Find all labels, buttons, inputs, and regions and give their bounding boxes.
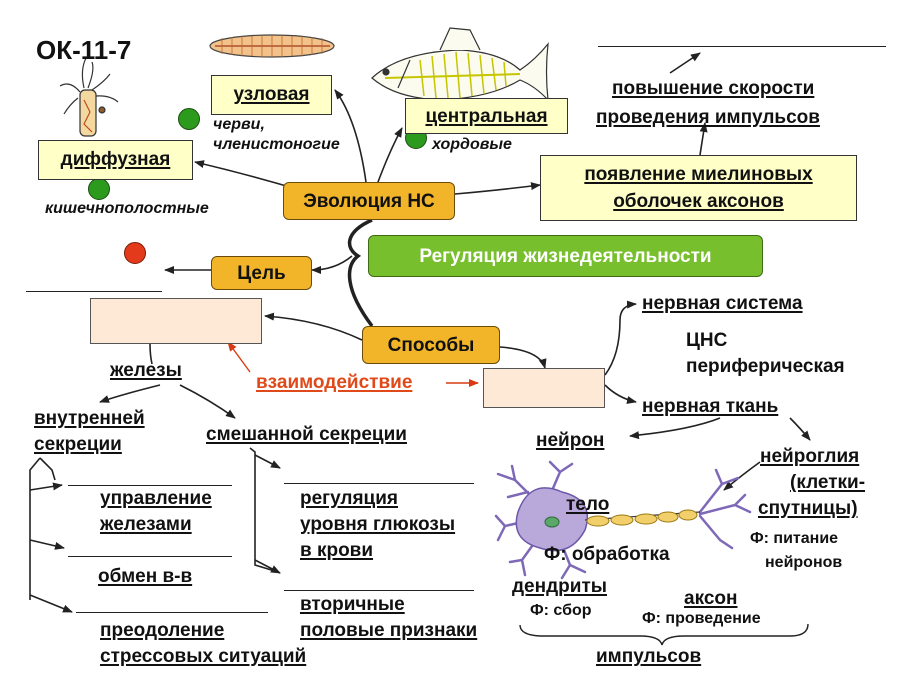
internal-secretion-2: секреции bbox=[34, 434, 122, 455]
glands-label: железы bbox=[110, 360, 182, 381]
empty-box-left bbox=[90, 298, 262, 344]
evolution-label: Эволюция НС bbox=[303, 191, 435, 212]
stress-line-2: стрессовых ситуаций bbox=[100, 646, 307, 667]
neuroglia-func-1: Ф: питание bbox=[750, 530, 839, 547]
stress-line-1: преодоление bbox=[100, 620, 225, 641]
peripheral-label: периферическая bbox=[686, 356, 845, 377]
glucose-line-1: регуляция bbox=[300, 488, 399, 509]
blank-line-metabolism bbox=[68, 556, 232, 557]
nodal-label: узловая bbox=[233, 84, 310, 105]
nervous-tissue-label: нервная ткань bbox=[642, 396, 779, 417]
central-box: центральная bbox=[405, 98, 568, 134]
glucose-line-2: уровня глюкозы bbox=[300, 514, 456, 535]
neuron-illustration bbox=[494, 460, 752, 580]
nodal-examples-2: членистоногие bbox=[213, 136, 340, 153]
control-line-1: управление bbox=[100, 488, 212, 509]
metabolism-label: обмен в-в bbox=[98, 566, 193, 587]
internal-secretion-1: внутренней bbox=[34, 408, 145, 429]
blank-line-sexual bbox=[284, 590, 474, 591]
sexual-line-1: вторичные bbox=[300, 594, 405, 615]
red-dot-goal bbox=[124, 242, 146, 264]
neuron-label: нейрон bbox=[536, 430, 605, 451]
myelin-box: появление миелиновых оболочек аксонов bbox=[540, 155, 857, 221]
impulses-label: импульсов bbox=[596, 646, 702, 667]
axon-label: аксон bbox=[684, 588, 738, 609]
speed-line-2: проведения импульсов bbox=[596, 107, 820, 128]
control-line-2: железами bbox=[100, 514, 192, 535]
hydra-icon bbox=[59, 57, 119, 137]
blank-line-stress bbox=[76, 612, 268, 613]
axon-func: Ф: проведение bbox=[642, 610, 761, 627]
diffuse-label: диффузная bbox=[60, 149, 171, 170]
methods-box: Способы bbox=[362, 326, 500, 364]
goal-label: Цель bbox=[237, 263, 286, 284]
methods-label: Способы bbox=[387, 335, 475, 356]
diffuse-examples: кишечнополостные bbox=[45, 200, 209, 217]
nervous-system-label: нервная система bbox=[642, 293, 803, 314]
fish-skeleton-icon bbox=[371, 27, 549, 102]
blank-line-top-right bbox=[598, 46, 886, 47]
dendrites-label: дендриты bbox=[512, 576, 607, 597]
blank-line-glucose bbox=[284, 483, 474, 484]
neuroglia-func-2: нейронов bbox=[765, 554, 843, 571]
regulation-box: Регуляция жизнедеятельности bbox=[368, 235, 763, 277]
regulation-label: Регуляция жизнедеятельности bbox=[419, 246, 712, 267]
goal-box: Цель bbox=[211, 256, 312, 290]
blank-line-control bbox=[68, 485, 232, 486]
body-label: тело bbox=[566, 494, 610, 515]
neuroglia-line-3: спутницы) bbox=[758, 498, 858, 519]
cns-label: ЦНС bbox=[686, 330, 728, 351]
mixed-secretion: смешанной секреции bbox=[206, 424, 407, 445]
myelin-line-2: оболочек аксонов bbox=[613, 191, 784, 212]
interaction-label: взаимодействие bbox=[256, 372, 413, 393]
green-dot-diffuse bbox=[88, 178, 110, 200]
glucose-line-3: в крови bbox=[300, 540, 374, 561]
dendrites-func: Ф: сбор bbox=[530, 602, 592, 619]
myelin-line-1: появление миелиновых bbox=[584, 164, 813, 185]
evolution-box: Эволюция НС bbox=[283, 182, 455, 220]
body-func: Ф: обработка bbox=[544, 544, 670, 565]
nodal-examples-1: черви, bbox=[213, 116, 265, 133]
nodal-box: узловая bbox=[211, 75, 332, 115]
neuroglia-line-1: нейроглия bbox=[760, 446, 860, 467]
green-dot-nodal bbox=[178, 108, 200, 130]
worm-icon bbox=[209, 34, 335, 58]
slide-title: ОК-11-7 bbox=[36, 35, 132, 65]
diffuse-box: диффузная bbox=[38, 140, 193, 180]
neuroglia-line-2: (клетки- bbox=[790, 472, 866, 493]
central-examples: хордовые bbox=[432, 136, 512, 153]
speed-line-1: повышение скорости bbox=[612, 78, 815, 99]
goal-blank-line bbox=[26, 291, 162, 292]
empty-box-right bbox=[483, 368, 605, 408]
central-label: центральная bbox=[425, 106, 548, 127]
sexual-line-2: половые признаки bbox=[300, 620, 478, 641]
